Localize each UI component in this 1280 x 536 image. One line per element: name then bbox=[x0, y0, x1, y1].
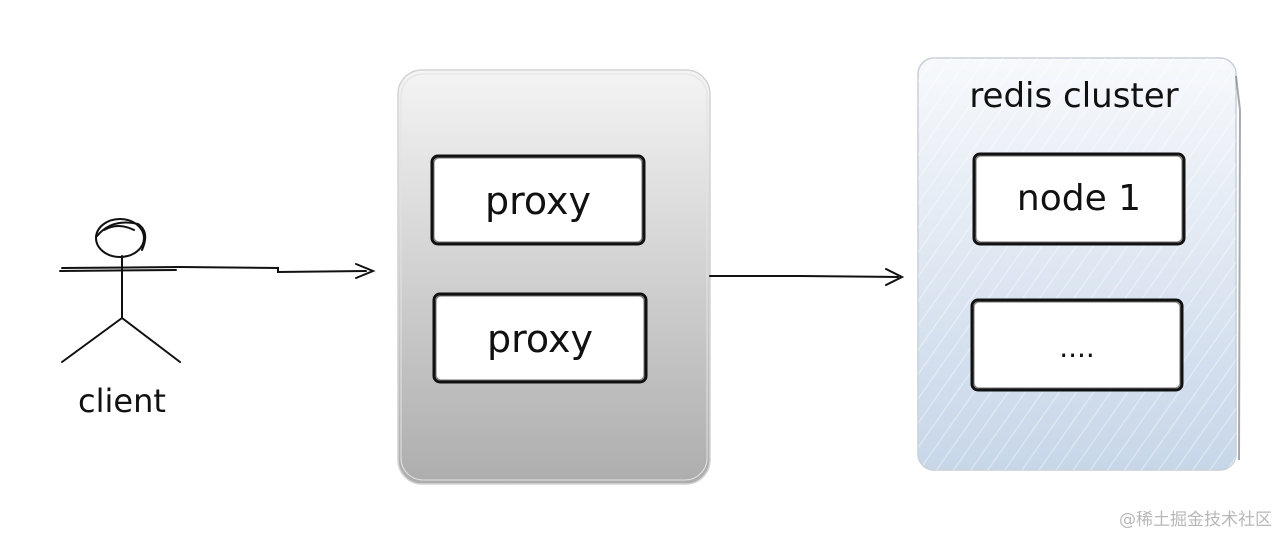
cluster-shadow-edge bbox=[1235, 75, 1242, 461]
proxy-group: proxy proxy bbox=[397, 69, 711, 485]
cluster-node-1: node 1 bbox=[972, 152, 1186, 246]
cluster-node-more: .... bbox=[970, 298, 1184, 392]
watermark: @稀土掘金技术社区 bbox=[1119, 510, 1272, 530]
cluster-title: redis cluster bbox=[969, 76, 1178, 116]
arrow-head-icon bbox=[885, 268, 905, 286]
client-actor bbox=[59, 218, 376, 363]
client-right-leg bbox=[121, 317, 181, 363]
client-left-leg bbox=[61, 317, 123, 363]
proxy-to-cluster-arrow bbox=[709, 268, 905, 286]
proxy-node-2: proxy bbox=[432, 292, 648, 384]
proxy-node-1: proxy bbox=[430, 154, 646, 246]
proxy-group-background bbox=[397, 69, 711, 485]
client-arm-arrow bbox=[61, 265, 367, 274]
redis-cluster: redis cluster node 1 .... bbox=[917, 57, 1242, 471]
cluster-node-label: node 1 bbox=[1017, 178, 1141, 219]
proxy-node-label: proxy bbox=[485, 179, 591, 223]
client-label: client bbox=[78, 382, 166, 420]
client-arrow-head bbox=[355, 263, 376, 279]
cluster-node-label: .... bbox=[1059, 331, 1095, 364]
proxy-node-label: proxy bbox=[487, 317, 593, 361]
client-head-icon bbox=[95, 218, 147, 258]
